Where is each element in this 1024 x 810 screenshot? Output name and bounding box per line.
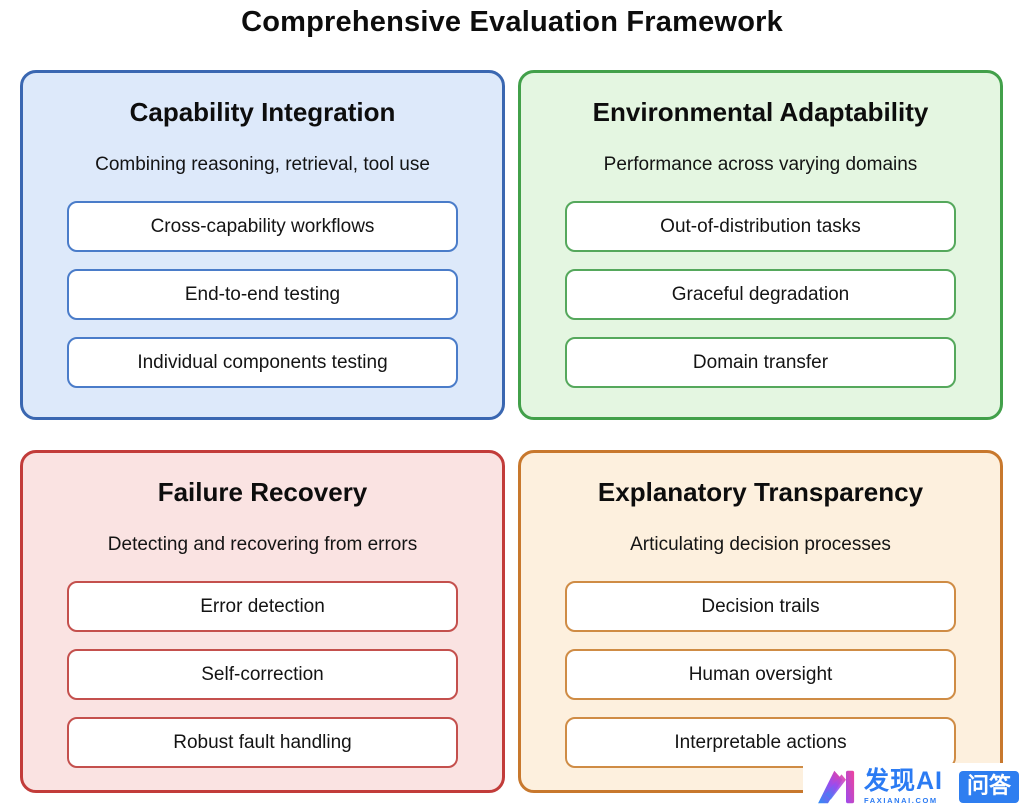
- quadrant-subtitle: Combining reasoning, retrieval, tool use: [95, 154, 430, 175]
- quadrant-grid: Capability Integration Combining reasoni…: [20, 70, 1003, 793]
- quadrant-failure-recovery: Failure Recovery Detecting and recoverin…: [20, 450, 505, 793]
- item-box: Domain transfer: [565, 337, 956, 388]
- item-list: Decision trails Human oversight Interpre…: [565, 581, 956, 768]
- quadrant-title: Environmental Adaptability: [592, 97, 929, 127]
- quadrant-capability-integration: Capability Integration Combining reasoni…: [20, 70, 505, 420]
- item-box: Individual components testing: [67, 337, 458, 388]
- watermark-text: 发现AI FAXIANAI.COM: [864, 766, 944, 805]
- item-box: Robust fault handling: [67, 717, 458, 768]
- faxian-ai-logo-icon: [818, 770, 855, 803]
- watermark-badge: 问答: [959, 770, 1020, 803]
- quadrant-subtitle: Performance across varying domains: [603, 154, 918, 175]
- item-box: Self-correction: [67, 649, 458, 700]
- item-list: Out-of-distribution tasks Graceful degra…: [565, 201, 956, 388]
- watermark-logo[interactable]: 发现AI FAXIANAI.COM 问答: [803, 763, 1024, 810]
- item-box: Graceful degradation: [565, 269, 956, 320]
- quadrant-subtitle: Articulating decision processes: [630, 534, 891, 555]
- item-box: Interpretable actions: [565, 717, 956, 768]
- quadrant-subtitle: Detecting and recovering from errors: [107, 534, 418, 555]
- quadrant-environmental-adaptability: Environmental Adaptability Performance a…: [518, 70, 1003, 420]
- item-box: Human oversight: [565, 649, 956, 700]
- quadrant-title: Failure Recovery: [157, 477, 368, 507]
- item-box: Error detection: [67, 581, 458, 632]
- quadrant-title: Explanatory Transparency: [597, 477, 924, 507]
- watermark-brand: 发现AI: [864, 766, 944, 795]
- page-title: Comprehensive Evaluation Framework: [241, 6, 783, 38]
- item-box: Cross-capability workflows: [67, 201, 458, 252]
- watermark-domain: FAXIANAI.COM: [864, 795, 938, 805]
- quadrant-title: Capability Integration: [129, 97, 396, 127]
- quadrant-explanatory-transparency: Explanatory Transparency Articulating de…: [518, 450, 1003, 793]
- item-list: Error detection Self-correction Robust f…: [67, 581, 458, 768]
- item-list: Cross-capability workflows End-to-end te…: [67, 201, 458, 388]
- item-box: Out-of-distribution tasks: [565, 201, 956, 252]
- item-box: Decision trails: [565, 581, 956, 632]
- item-box: End-to-end testing: [67, 269, 458, 320]
